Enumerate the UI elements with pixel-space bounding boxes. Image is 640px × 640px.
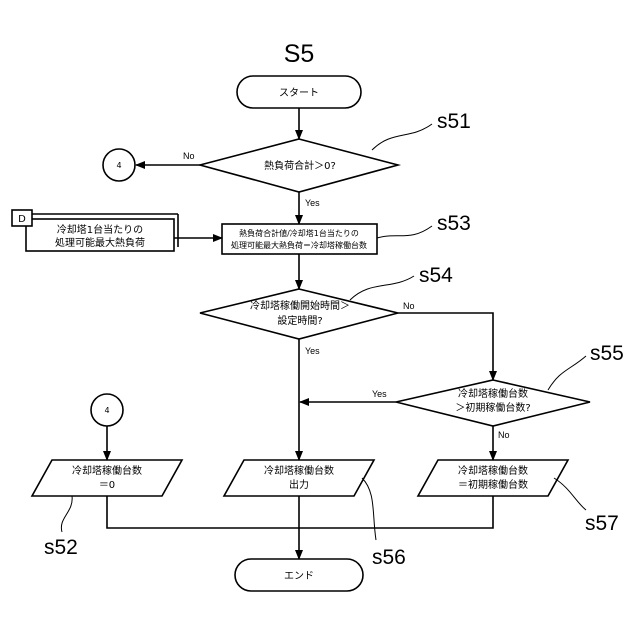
end-label: エンド xyxy=(284,571,314,582)
decision-s54: 冷却塔稼働開始時間＞ 設定時間? xyxy=(200,289,398,339)
output-s56-line2: 出力 xyxy=(289,478,309,491)
merge-line xyxy=(107,496,493,528)
label-s55: s55 xyxy=(590,342,624,365)
label-s57: s57 xyxy=(585,512,619,535)
callout-s55: s55 xyxy=(548,342,624,390)
label-s51: s51 xyxy=(437,110,471,133)
label-s53: s53 xyxy=(437,212,471,235)
output-s52-line1: 冷却塔稼働台数 xyxy=(72,464,142,477)
label-s56: s56 xyxy=(372,546,406,569)
start-label: スタート xyxy=(279,87,319,99)
output-s52-line2: ＝0 xyxy=(99,480,115,491)
output-s57: 冷却塔稼働台数 ＝初期稼働台数 xyxy=(418,460,568,496)
s51-yes-label: Yes xyxy=(305,198,320,208)
decision-s51: 熱負荷合計＞0? xyxy=(200,139,398,192)
decision-s51-text: 熱負荷合計＞0? xyxy=(264,159,336,172)
callout-s56: s56 xyxy=(362,478,406,569)
output-s57-line1: 冷却塔稼働台数 xyxy=(458,464,528,477)
s54-yes-label: Yes xyxy=(305,346,320,356)
data-input-d: D 冷却塔1台当たりの 処理可能最大熱負荷 xyxy=(12,210,178,251)
decision-s55-line2: ＞初期稼働台数? xyxy=(455,401,530,414)
connector-4-in-label: 4 xyxy=(104,406,109,415)
s55-no-label: No xyxy=(498,430,510,440)
label-s52: s52 xyxy=(44,536,78,559)
connector-4-out-label: 4 xyxy=(116,161,121,170)
callout-s57: s57 xyxy=(554,478,619,535)
output-s56-line1: 冷却塔稼働台数 xyxy=(264,464,334,477)
s51-no-label: No xyxy=(183,151,195,161)
end-terminal: エンド xyxy=(235,559,363,591)
output-s57-line2: ＝初期稼働台数 xyxy=(458,478,528,491)
process-s53: 熱負荷合計値/冷却塔1台当たりの 処理可能最大熱負荷＝冷却塔稼働台数 xyxy=(222,224,377,254)
decision-s55: 冷却塔稼働台数 ＞初期稼働台数? xyxy=(396,380,590,426)
s54-no-label: No xyxy=(403,301,415,311)
callout-s52: s52 xyxy=(44,496,78,559)
process-s53-line2: 処理可能最大熱負荷＝冷却塔稼働台数 xyxy=(231,240,367,250)
decision-s55-line1: 冷却塔稼働台数 xyxy=(458,387,528,400)
connector-4-in: 4 xyxy=(91,394,123,426)
output-s56: 冷却塔稼働台数 出力 xyxy=(224,460,374,496)
decision-s54-line2: 設定時間? xyxy=(277,314,322,327)
flowchart-title: S5 xyxy=(284,40,315,68)
callout-s54: s54 xyxy=(350,264,453,300)
data-input-line2: 処理可能最大熱負荷 xyxy=(55,236,145,249)
data-input-line1: 冷却塔1台当たりの xyxy=(57,223,143,236)
label-s54: s54 xyxy=(419,264,453,287)
s55-yes-label: Yes xyxy=(372,389,387,399)
callout-s51: s51 xyxy=(372,110,471,150)
arrow-s54-no xyxy=(398,313,493,380)
output-s52: 冷却塔稼働台数 ＝0 xyxy=(32,460,182,496)
decision-s54-line1: 冷却塔稼働開始時間＞ xyxy=(250,299,350,312)
data-input-tag: D xyxy=(18,214,26,225)
connector-4-out: 4 xyxy=(103,149,135,181)
process-s53-line1: 熱負荷合計値/冷却塔1台当たりの xyxy=(239,228,359,238)
start-terminal: スタート xyxy=(237,76,361,108)
callout-s53: s53 xyxy=(377,212,471,238)
